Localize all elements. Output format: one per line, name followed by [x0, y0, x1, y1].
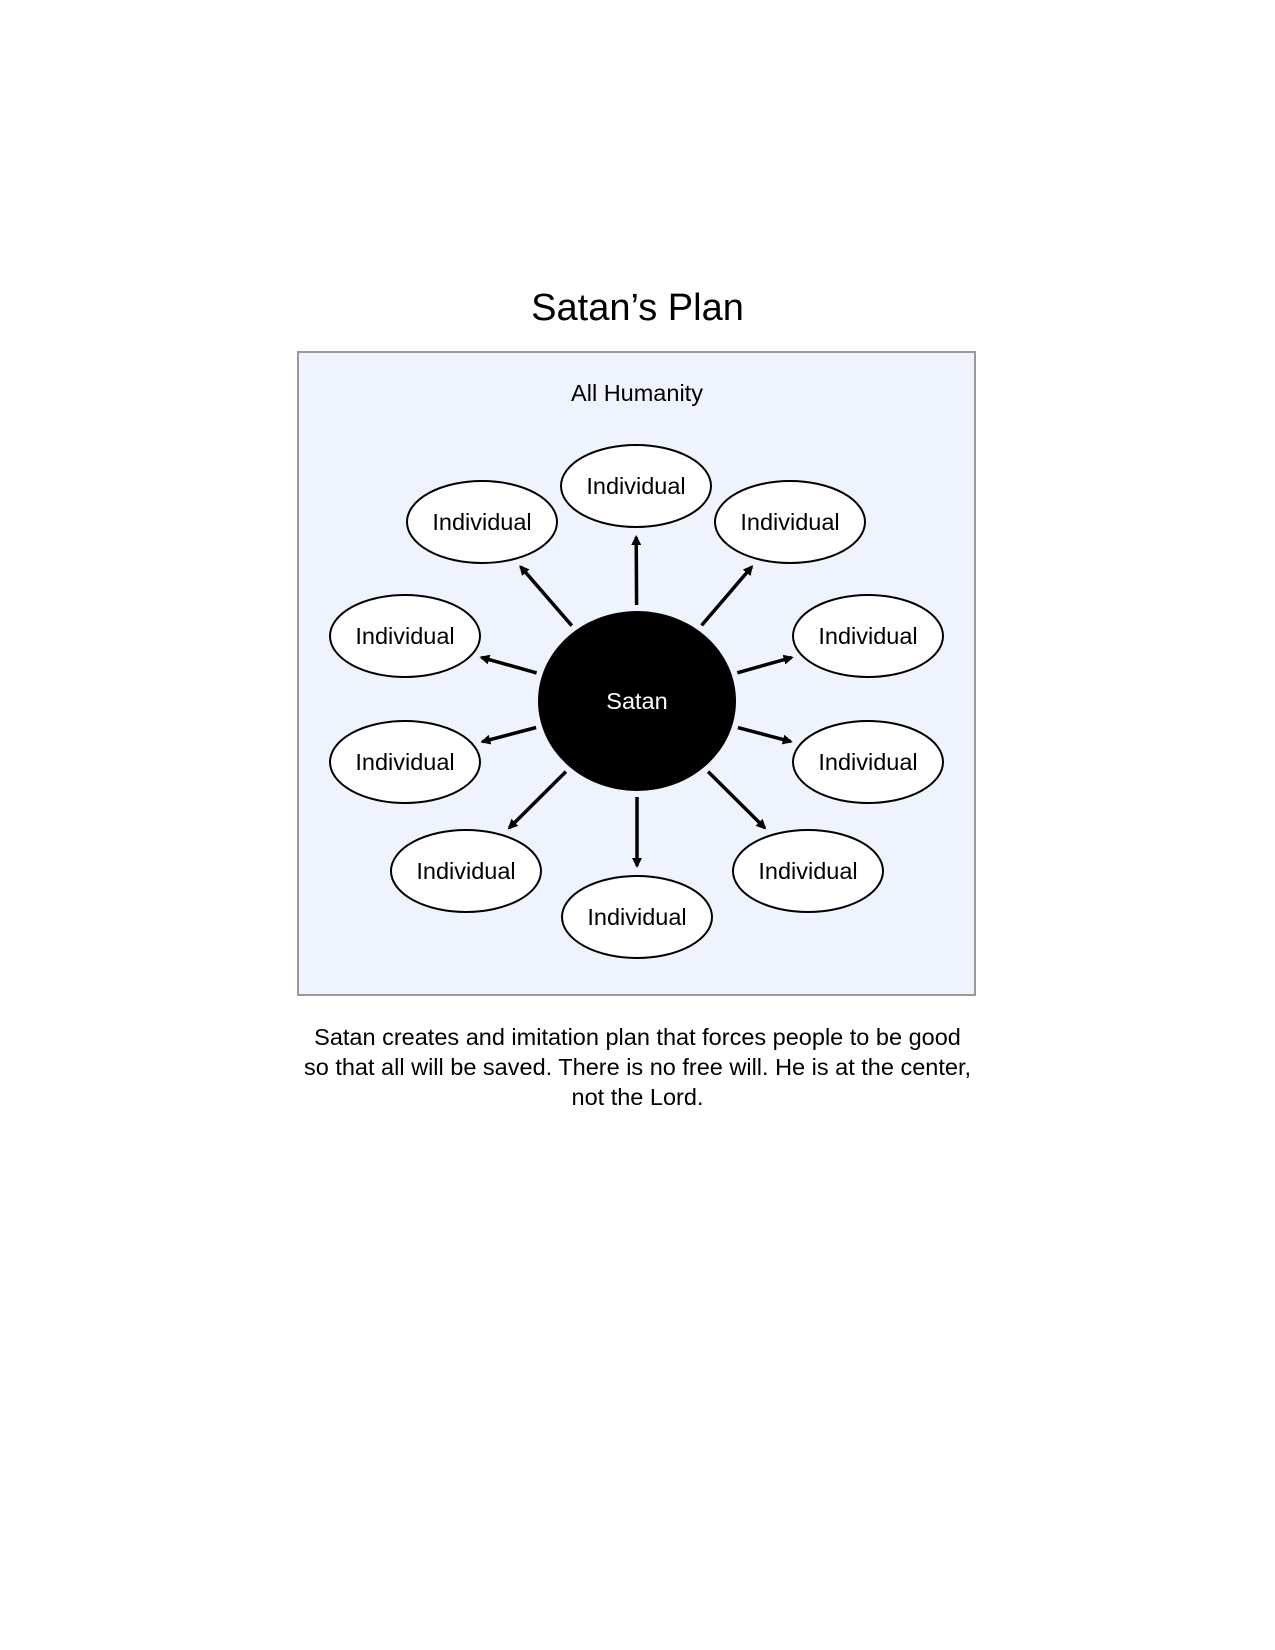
- caption-text: Satan creates and imitation plan that fo…: [303, 1024, 972, 1110]
- individual-label: Individual: [740, 509, 839, 535]
- individual-ellipse: [561, 875, 713, 959]
- individual-label: Individual: [758, 858, 857, 884]
- individual-ellipse: [329, 720, 481, 804]
- satan-label: Satan: [606, 688, 667, 714]
- individual-node-7: Individual: [390, 829, 542, 913]
- individual-label: Individual: [432, 509, 531, 535]
- page-title: Satan’s Plan: [531, 287, 744, 329]
- arrows-group: [479, 535, 794, 868]
- individual-ellipse: [406, 480, 558, 564]
- individual-nodes-group: IndividualIndividualIndividualIndividual…: [329, 444, 944, 959]
- individual-label: Individual: [355, 749, 454, 775]
- satan-center-node: [538, 611, 736, 791]
- individual-label: Individual: [586, 473, 685, 499]
- individual-label: Individual: [416, 858, 515, 884]
- individual-ellipse: [390, 829, 542, 913]
- individual-ellipse: [560, 444, 712, 528]
- individual-node-6: Individual: [561, 875, 713, 959]
- individual-ellipse: [714, 480, 866, 564]
- individual-node-4: Individual: [792, 720, 944, 804]
- arrow-to-individual-7: [507, 770, 568, 830]
- individual-node-8: Individual: [329, 720, 481, 804]
- arrow-to-individual-10: [519, 565, 574, 627]
- arrow-to-individual-5: [706, 770, 767, 830]
- arrow-to-individual-4: [737, 725, 793, 745]
- individual-node-2: Individual: [714, 480, 866, 564]
- arrow-to-individual-3: [736, 654, 794, 675]
- individual-node-10: Individual: [406, 480, 558, 564]
- individual-label: Individual: [355, 623, 454, 649]
- arrow-to-individual-8: [480, 725, 537, 745]
- individual-ellipse: [732, 829, 884, 913]
- individual-node-1: Individual: [560, 444, 712, 528]
- humanity-label: All Humanity: [571, 380, 703, 406]
- arrow-to-individual-2: [700, 565, 754, 627]
- individual-label: Individual: [818, 623, 917, 649]
- individual-label: Individual: [587, 904, 686, 930]
- individual-ellipse: [329, 594, 481, 678]
- individual-ellipse: [792, 720, 944, 804]
- individual-node-9: Individual: [329, 594, 481, 678]
- individual-node-3: Individual: [792, 594, 944, 678]
- individual-label: Individual: [818, 749, 917, 775]
- arrow-to-individual-9: [479, 654, 538, 675]
- individual-node-5: Individual: [732, 829, 884, 913]
- individual-ellipse: [792, 594, 944, 678]
